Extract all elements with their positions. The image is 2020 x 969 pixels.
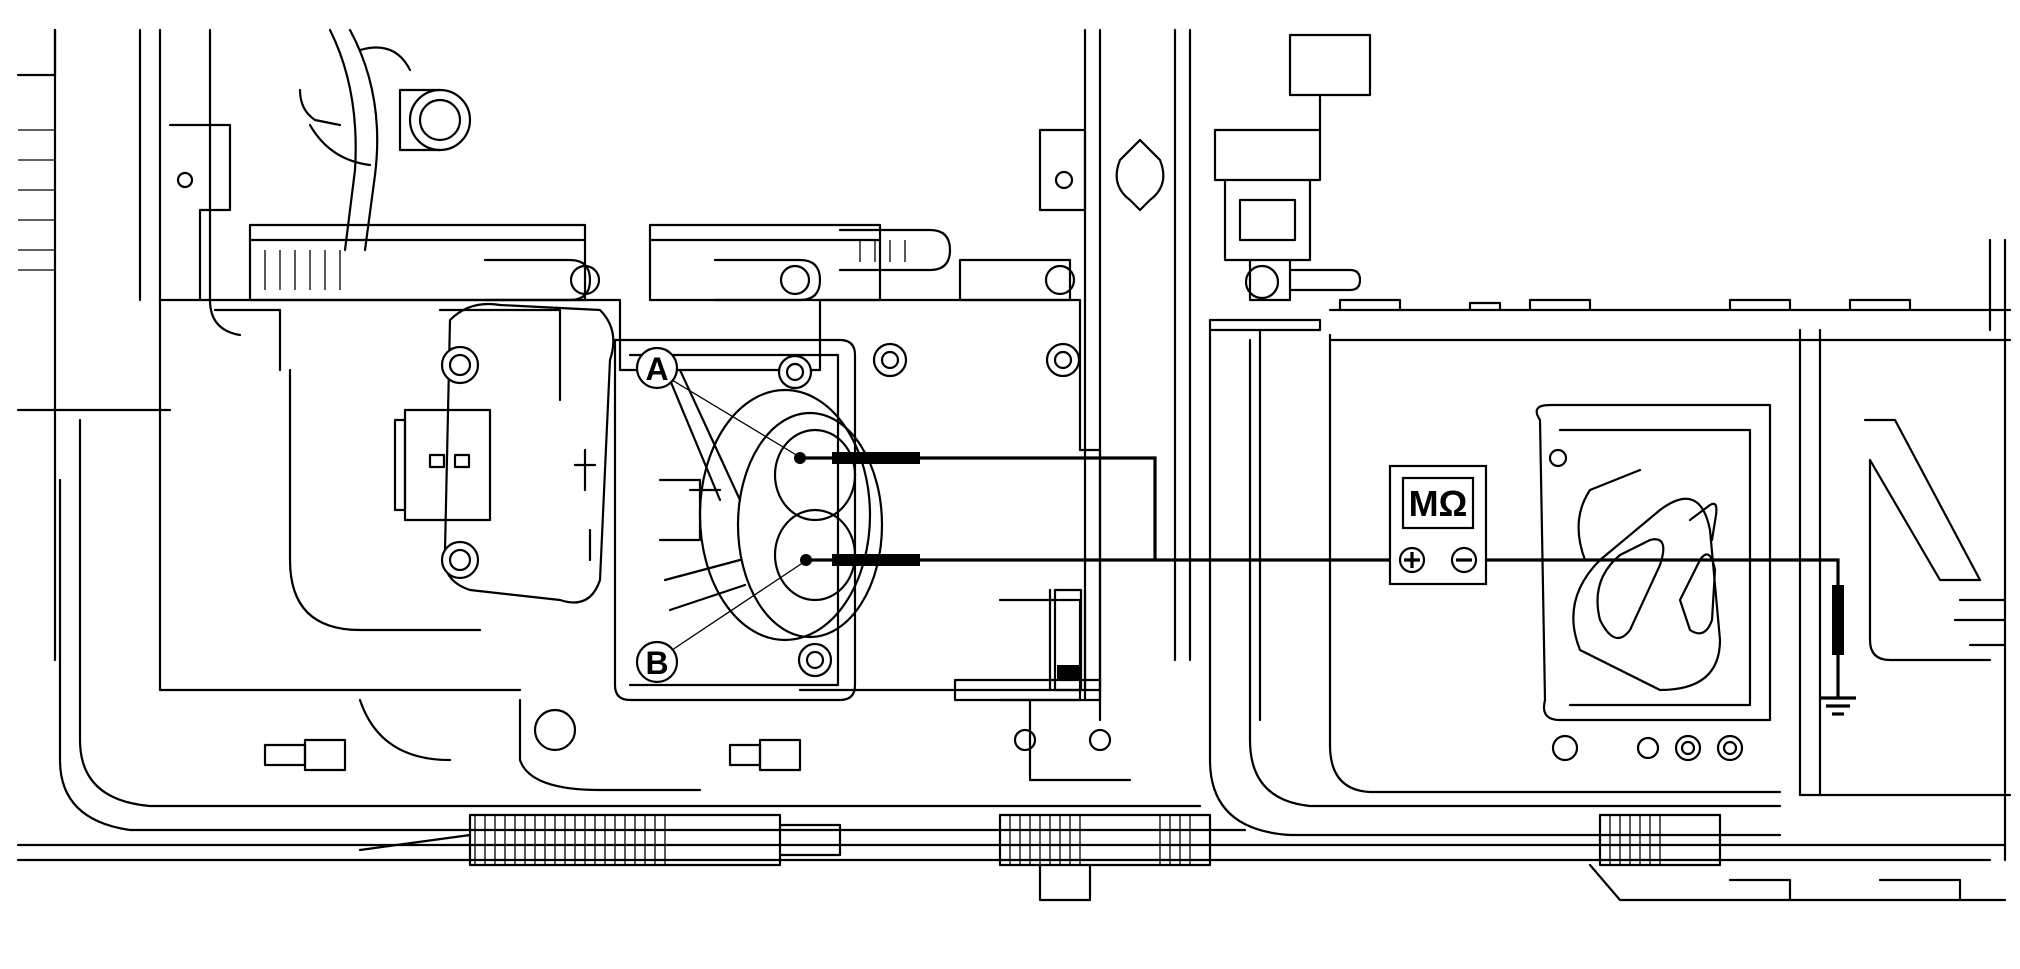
test-circuit [794, 452, 1856, 716]
megohmmeter: MΩ [1388, 464, 1488, 586]
ground-symbol [1820, 696, 1856, 716]
probe-a-lead [832, 452, 920, 464]
right-bracket [1535, 403, 2007, 762]
top-hardware [248, 28, 1372, 332]
callout-b-label: B [645, 645, 668, 681]
actuator-housing [158, 298, 1132, 792]
probe-b-lead [832, 554, 920, 566]
spring-cable [358, 813, 2007, 902]
chassis-frame [16, 28, 2012, 862]
callout-b: B [635, 561, 805, 684]
callout-a-label: A [645, 351, 668, 387]
callout-a: A [635, 346, 799, 457]
meter-unit-label: MΩ [1409, 483, 1468, 524]
ground-lead [1832, 585, 1844, 655]
terminal-a-point [794, 452, 806, 464]
meter-display [1401, 476, 1475, 530]
